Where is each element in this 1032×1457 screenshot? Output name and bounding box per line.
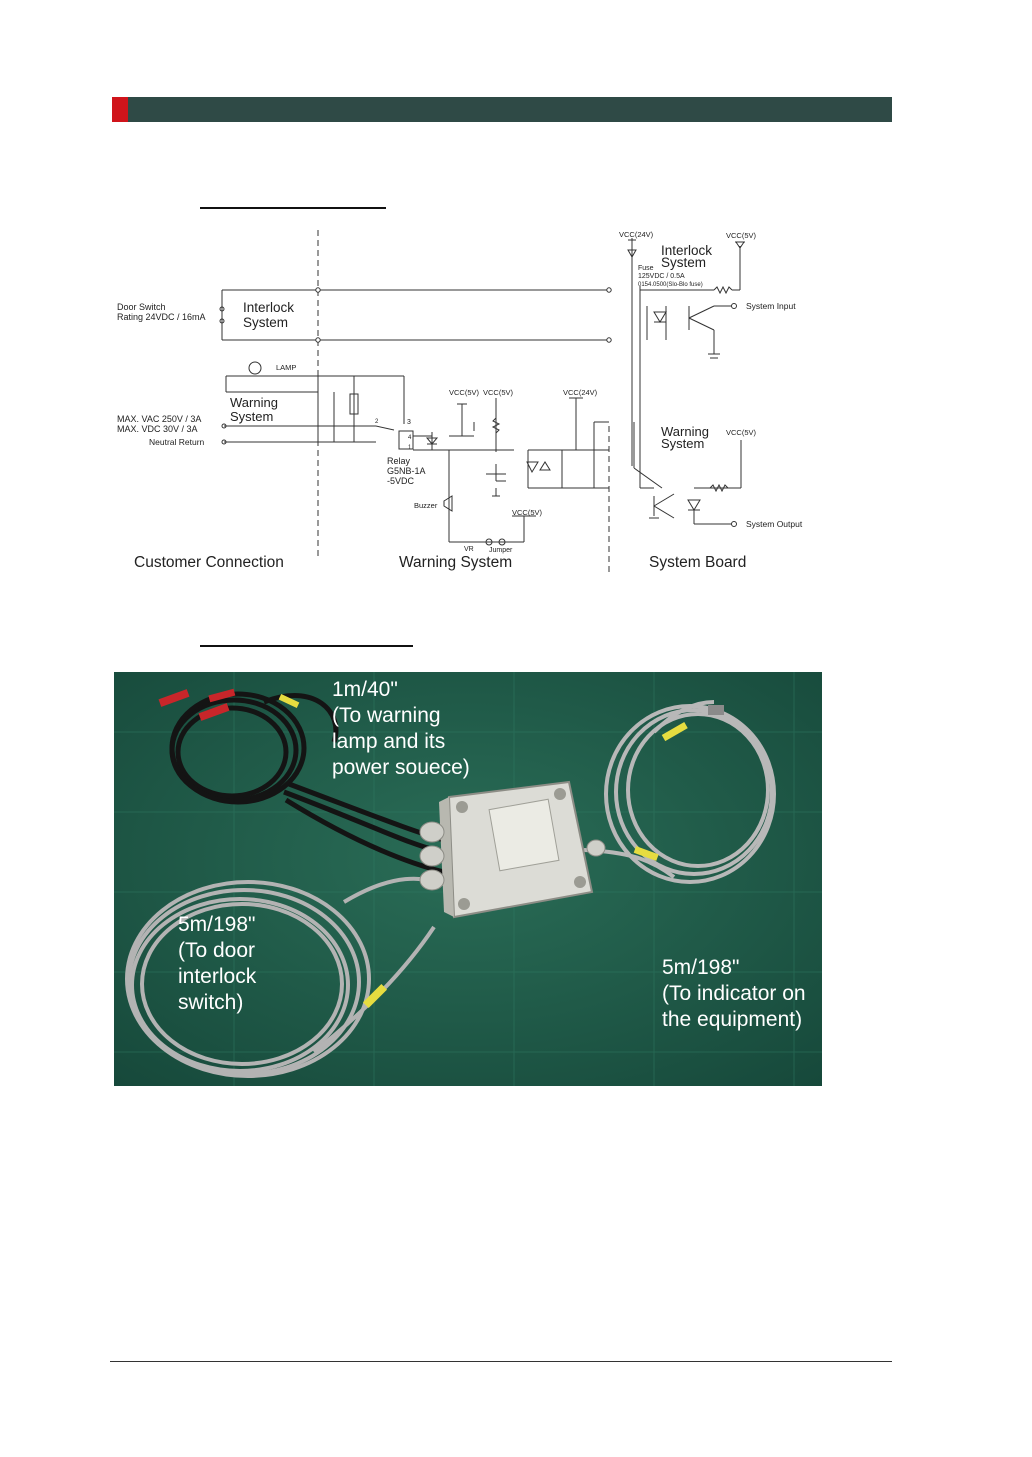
grey-cable-coil-right <box>583 700 776 884</box>
pin-1-label: 1 <box>408 445 412 451</box>
jumper-label: Jumper <box>489 547 513 554</box>
vr-label: VR <box>464 546 474 553</box>
pin-3-label: 3 <box>407 419 411 426</box>
vcc24-label-right: VCC(24V) <box>619 230 654 239</box>
header-accent <box>112 97 128 122</box>
footer-rule <box>110 1361 892 1362</box>
yellow-tag-right-lower <box>633 846 659 861</box>
door-switch-label: Door Switch <box>117 302 166 312</box>
interlock-system-left-line1: Interlock <box>243 300 294 315</box>
fuse-label-line3: 0154.0500(Slo-Blo fuse) <box>638 282 703 288</box>
black-cable-coil <box>169 691 445 875</box>
interlock-system-right-line1: Interlock <box>661 243 712 258</box>
metal-connector <box>708 705 724 715</box>
relay-label-line2: G5NB-1A <box>387 466 426 476</box>
vcc24-label-middle: VCC(24V) <box>563 388 598 397</box>
lamp-label: LAMP <box>276 363 296 372</box>
header-bar <box>112 97 892 122</box>
vcc5-label-a: VCC(5V) <box>449 388 480 397</box>
red-terminal-connectors <box>158 688 300 721</box>
photo-label-right-line3: the equipment) <box>662 1008 802 1031</box>
system-input-label: System Input <box>746 301 796 311</box>
system-output-label: System Output <box>746 519 803 529</box>
photo-label-top-line3: lamp and its <box>332 730 445 753</box>
section-label-system-board: System Board <box>649 554 746 571</box>
vcc5-label-right-top: VCC(5V) <box>726 231 757 240</box>
relay-label-line1: Relay <box>387 456 411 466</box>
warning-system-right-line2: System <box>661 436 704 451</box>
photo-label-left-line4: switch) <box>178 991 243 1014</box>
interlock-system-left-line2: System <box>243 315 288 330</box>
photo-label-left-line3: interlock <box>178 965 257 988</box>
photo-label-left-line1: 5m/198" <box>178 913 256 936</box>
vcc5-label-c: VCC(5V) <box>512 508 543 517</box>
max-vac-label: MAX. VAC 250V / 3A <box>117 414 201 424</box>
section-label-warning-system: Warning System <box>399 554 512 571</box>
junction-box <box>419 780 606 919</box>
neutral-return-label: Neutral Return <box>149 437 205 447</box>
warning-system-right-line1: Warning <box>661 424 709 439</box>
pin-2-label: 2 <box>375 419 379 425</box>
pin-4-label: 4 <box>408 435 412 441</box>
buzzer-label: Buzzer <box>414 501 438 510</box>
warning-system-left-line1: Warning <box>230 395 278 410</box>
door-rating-label: Rating 24VDC / 16mA <box>117 312 206 322</box>
yellow-tag-left <box>362 983 388 1009</box>
vcc5-label-b: VCC(5V) <box>483 388 514 397</box>
vcc5-label-right-mid: VCC(5V) <box>726 428 757 437</box>
photo-label-top-line4: power souece) <box>332 756 470 779</box>
section-label-customer-connection: Customer Connection <box>134 554 284 571</box>
photo-label-top-line2: (To warning <box>332 704 441 727</box>
photo-label-top-line1: 1m/40" <box>332 678 398 701</box>
photo-label-right-line2: (To indicator on <box>662 982 806 1005</box>
interlock-kit-photo: 1m/40" (To warning lamp and its power so… <box>114 672 822 1086</box>
wiring-schematic: Door Switch Rating 24VDC / 16mA Interloc… <box>117 230 803 576</box>
fuse-label-line1: Fuse <box>638 265 654 272</box>
max-vdc-label: MAX. VDC 30V / 3A <box>117 424 198 434</box>
photo-label-left-line2: (To door <box>178 939 255 962</box>
section-heading-underline-2 <box>200 645 413 647</box>
interlock-system-right-line2: System <box>661 255 706 270</box>
relay-label-line3: -5VDC <box>387 476 415 486</box>
warning-system-left-line2: System <box>230 409 273 424</box>
yellow-tag-right <box>661 722 688 742</box>
section-heading-underline-1 <box>200 207 386 209</box>
photo-label-right-line1: 5m/198" <box>662 956 740 979</box>
fuse-label-line2: 125VDC / 0.5A <box>638 273 685 280</box>
